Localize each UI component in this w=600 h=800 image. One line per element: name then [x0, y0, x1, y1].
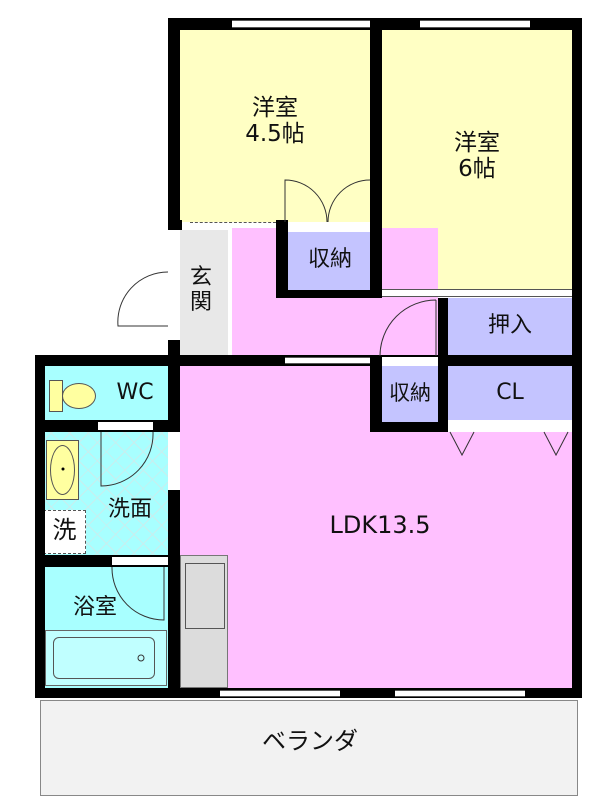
wall	[168, 355, 180, 432]
door-opening	[288, 222, 370, 232]
washbasin-bowl-icon	[50, 445, 75, 495]
washroom-label: 洗面	[107, 497, 152, 522]
door-swing-icon	[327, 179, 371, 223]
bathtub-inner	[53, 637, 155, 679]
room-name: 洋室	[454, 130, 500, 156]
door-opening	[190, 222, 276, 228]
closet-oshiire	[448, 298, 572, 355]
wall	[168, 18, 180, 230]
entrance-area	[180, 230, 228, 356]
room-name: 洋室	[252, 95, 298, 121]
washer-space	[43, 510, 86, 554]
room-size: 4.5帖	[245, 121, 305, 148]
front-door-swing-icon	[117, 271, 169, 327]
room-western-4-5	[180, 30, 372, 222]
veranda-label: ベランダ	[262, 727, 358, 755]
storage-top-label: 収納	[307, 247, 352, 272]
window	[420, 20, 530, 28]
storage-mid-label: 収納	[389, 381, 431, 405]
wall	[276, 220, 288, 298]
storage-mid	[382, 366, 438, 422]
door-swing-icon	[100, 431, 154, 487]
bathtub	[45, 630, 167, 686]
ldk-label: LDK13.5	[329, 511, 431, 539]
window	[285, 357, 370, 364]
front-door-opening	[168, 272, 180, 326]
wc-label: WC	[116, 380, 154, 405]
door-opening	[382, 357, 438, 366]
wall	[168, 490, 180, 698]
door-swing-icon	[284, 179, 328, 223]
window	[395, 690, 525, 697]
storage-top	[288, 232, 372, 290]
closet-label: CL	[496, 380, 524, 405]
door-swing-icon	[111, 566, 165, 621]
closet-door-strip	[448, 420, 572, 432]
drain-icon	[137, 654, 145, 662]
closet-door-icon	[449, 431, 569, 457]
wall	[276, 290, 382, 298]
entrance-label: 玄関	[189, 265, 212, 316]
door-opening	[112, 557, 168, 565]
wall	[370, 422, 448, 432]
oshiire-label: 押入	[487, 313, 532, 338]
veranda-area	[40, 700, 578, 796]
window	[232, 20, 370, 28]
door-opening	[98, 422, 153, 430]
wall	[370, 366, 382, 432]
window	[220, 690, 340, 697]
window	[382, 289, 572, 297]
bath-label: 浴室	[72, 595, 117, 620]
door-swing-icon	[379, 299, 437, 357]
closet-cl	[448, 366, 572, 420]
wall	[370, 18, 382, 298]
wall	[168, 220, 182, 230]
washer-label: 洗	[52, 516, 77, 544]
kitchen-counter	[180, 555, 228, 688]
kitchen-sink	[185, 563, 225, 629]
wall	[35, 355, 45, 698]
room-size: 6帖	[458, 156, 496, 183]
toilet-bowl-icon	[62, 383, 96, 409]
